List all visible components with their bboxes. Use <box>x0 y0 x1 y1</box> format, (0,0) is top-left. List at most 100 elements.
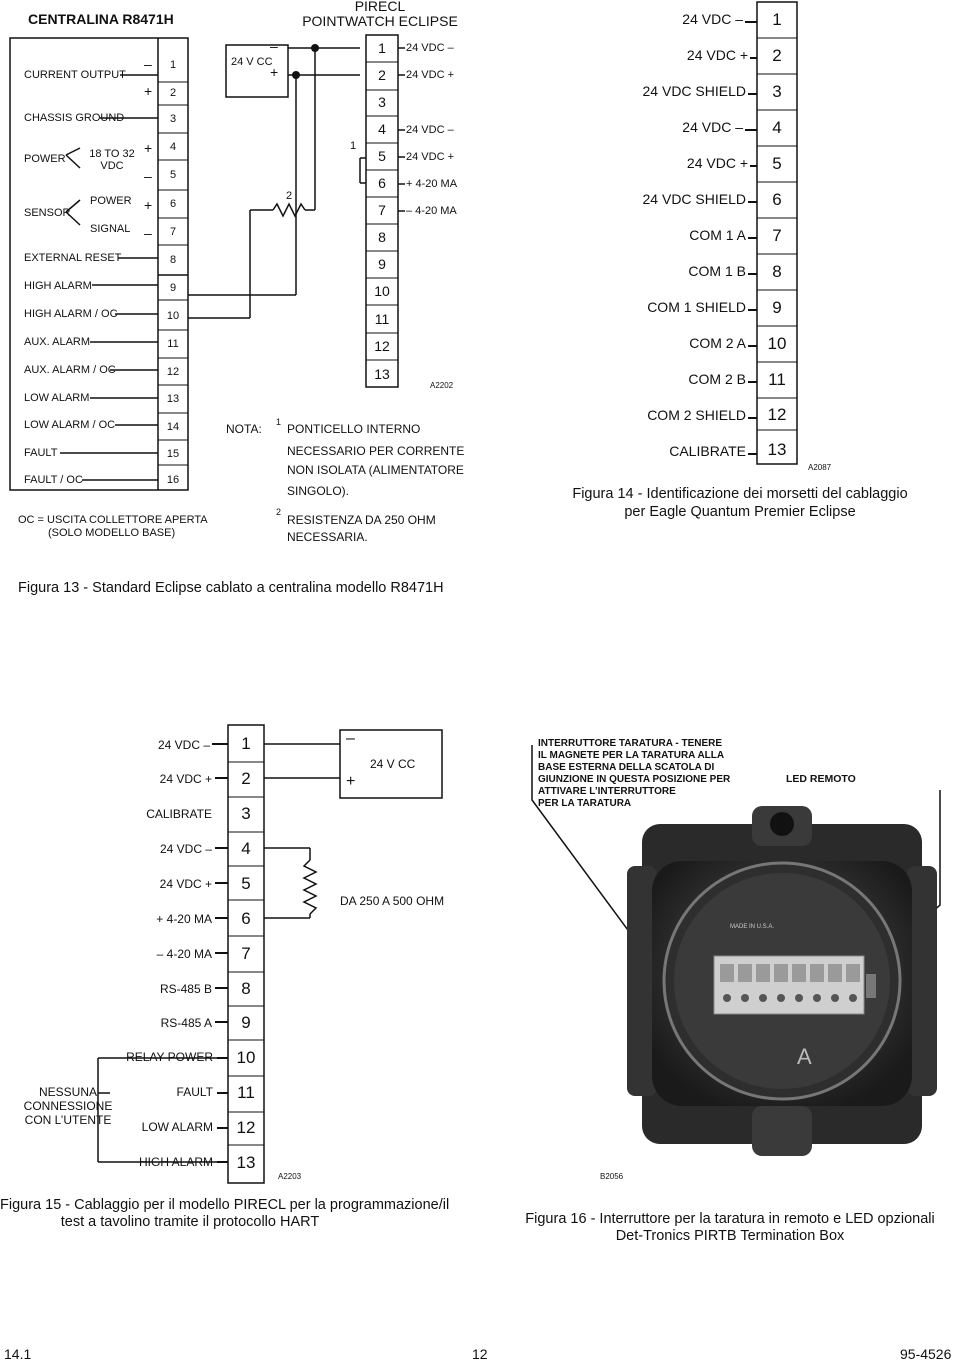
footer-page-number: 12 <box>472 1346 488 1362</box>
note1-marker: 1 <box>276 417 282 427</box>
fig14-terminal-number: 9 <box>772 298 782 317</box>
terminal-number: 3 <box>169 113 177 125</box>
nota-label: NOTA: <box>226 422 262 436</box>
fig14-label: CALIBRATE <box>669 443 746 459</box>
label-power-range-2: VDC <box>100 160 124 172</box>
fig15-terminal-number: 5 <box>241 874 251 893</box>
fig14-label: COM 1 SHIELD <box>647 299 746 315</box>
fig15-terminal-number: 11 <box>237 1083 255 1102</box>
led-remote-label: LED REMOTO <box>786 773 856 785</box>
terminal-number: 8 <box>169 254 177 266</box>
label-sensor-signal: SIGNAL <box>90 223 131 235</box>
fig14-terminal-number: 2 <box>772 46 782 65</box>
fig14-label: COM 2 SHIELD <box>647 407 746 423</box>
fig15-supply-label: 24 V CC <box>370 757 416 771</box>
label-fault: FAULT <box>24 447 58 459</box>
pirecl-terminal-number: 8 <box>378 229 386 245</box>
fig15-terminal-number: 12 <box>236 1118 256 1137</box>
fig15-label: 24 VDC – <box>157 738 210 752</box>
polarity-plus: + <box>144 197 153 213</box>
fig14-label: COM 1 B <box>688 263 746 279</box>
fig15-label: RS-485 B <box>159 982 212 996</box>
fig15-terminal-number: 3 <box>241 804 251 823</box>
terminal-number: 14 <box>166 421 180 433</box>
fig14-label: 24 VDC SHIELD <box>642 191 746 207</box>
fig15-label: CALIBRATE <box>146 807 212 821</box>
supply-box <box>225 44 289 98</box>
pirecl-terminal-number: 2 <box>378 67 386 83</box>
pointwatch-title-line2: POINTWATCH ECLIPSE <box>302 13 458 29</box>
pirecl-label-t7: – 4-20 MA <box>406 205 457 217</box>
fig14-label: COM 2 B <box>688 371 746 387</box>
terminal-number: 5 <box>169 169 177 181</box>
oc-note-line2: (SOLO MODELLO BASE) <box>48 527 176 539</box>
fig14-terminal-number: 4 <box>772 118 782 137</box>
photo-mark: A <box>797 1044 812 1069</box>
label-low-alarm-oc: LOW ALARM / OC <box>24 419 116 431</box>
pirecl-terminal-number: 13 <box>374 366 390 382</box>
polarity-plus: + <box>144 83 153 99</box>
label-low-alarm: LOW ALARM <box>24 392 90 404</box>
terminal-number: 9 <box>169 282 177 294</box>
pirecl-label-t1: 24 VDC – <box>406 42 454 54</box>
fig14-label: COM 1 A <box>689 227 746 243</box>
fig14-label: 24 VDC + <box>686 47 748 63</box>
footer-section: 14.1 <box>4 1346 32 1362</box>
fig15-terminal-number: 2 <box>241 769 251 788</box>
fig15-label: + 4-20 MA <box>156 912 212 926</box>
terminal-number: 11 <box>167 338 179 350</box>
terminal-number: 7 <box>169 226 177 238</box>
switch-note-line: IL MAGNETE PER LA TARATURA ALLA <box>538 750 725 761</box>
label-sensor-power: POWER <box>90 195 132 207</box>
terminal-number: 6 <box>169 198 177 210</box>
fig14-caption-line2: per Eagle Quantum Premier Eclipse <box>624 504 856 520</box>
terminal-number: 15 <box>166 448 180 460</box>
no-connect-line2: CONNESSIONE <box>23 1099 113 1113</box>
pirecl-terminal-number: 11 <box>374 311 390 327</box>
terminal-number: 1 <box>169 59 177 71</box>
supply-plus: + <box>270 64 279 80</box>
fig14-terminal-number: 11 <box>768 370 786 389</box>
fig14-terminal-number: 12 <box>767 405 787 424</box>
label-aux-alarm-oc: AUX. ALARM / OC <box>24 364 116 376</box>
fig14-label: 24 VDC + <box>686 155 748 171</box>
fig13-code: A2202 <box>430 381 454 390</box>
terminal-number: 4 <box>169 141 177 153</box>
fig13-title: CENTRALINA R8471H <box>28 11 174 27</box>
fig15-label: FAULT <box>176 1085 213 1099</box>
fig14-terminal-number: 13 <box>767 440 787 459</box>
fig15-label: RELAY POWER <box>126 1050 213 1064</box>
switch-note-line: ATTIVARE L’INTERRUTTORE <box>538 786 676 797</box>
note1-line: NON ISOLATA (ALIMENTATORE <box>287 463 464 477</box>
fig15-label: 24 VDC + <box>159 772 212 786</box>
pirecl-terminal-number: 6 <box>378 175 386 191</box>
pirecl-terminal-number: 9 <box>378 256 386 272</box>
fig15-terminal-number: 13 <box>236 1153 256 1172</box>
polarity-plus: + <box>144 140 153 156</box>
terminal-number: 12 <box>166 366 180 378</box>
no-connect-line1: NESSUNA <box>38 1085 97 1099</box>
fig14-terminal-number: 1 <box>772 10 782 29</box>
fig16-caption-line2: Det-Tronics PIRTB Termination Box <box>615 1228 845 1244</box>
centralina-box <box>9 37 189 491</box>
terminal-number: 2 <box>169 87 177 99</box>
oc-note-line1: OC = USCITA COLLETTORE APERTA <box>18 514 208 526</box>
terminal-number: 16 <box>166 474 180 486</box>
terminal-number: 13 <box>166 393 180 405</box>
label-high-alarm-oc: HIGH ALARM / OC <box>24 308 118 320</box>
pirecl-terminal-number: 5 <box>378 148 386 164</box>
fig14-label: 24 VDC – <box>682 11 743 27</box>
fig14-label: 24 VDC – <box>682 119 743 135</box>
fig15-label: LOW ALARM <box>141 1120 213 1134</box>
fig14-terminal-strip <box>756 1 798 465</box>
fig14-label: 24 VDC SHIELD <box>642 83 746 99</box>
fig14-caption-line1: Figura 14 - Identificazione dei morsetti… <box>572 486 908 502</box>
note2-marker: 2 <box>276 507 282 517</box>
terminal-number: 10 <box>166 310 180 322</box>
switch-note-line: PER LA TARATURA <box>538 798 632 809</box>
polarity-minus: – <box>144 225 152 241</box>
switch-note-line: INTERRUTTORE TARATURA - TENERE <box>538 738 723 749</box>
pirecl-terminal-number: 7 <box>378 202 386 218</box>
fig15-terminal-number: 10 <box>236 1048 256 1067</box>
